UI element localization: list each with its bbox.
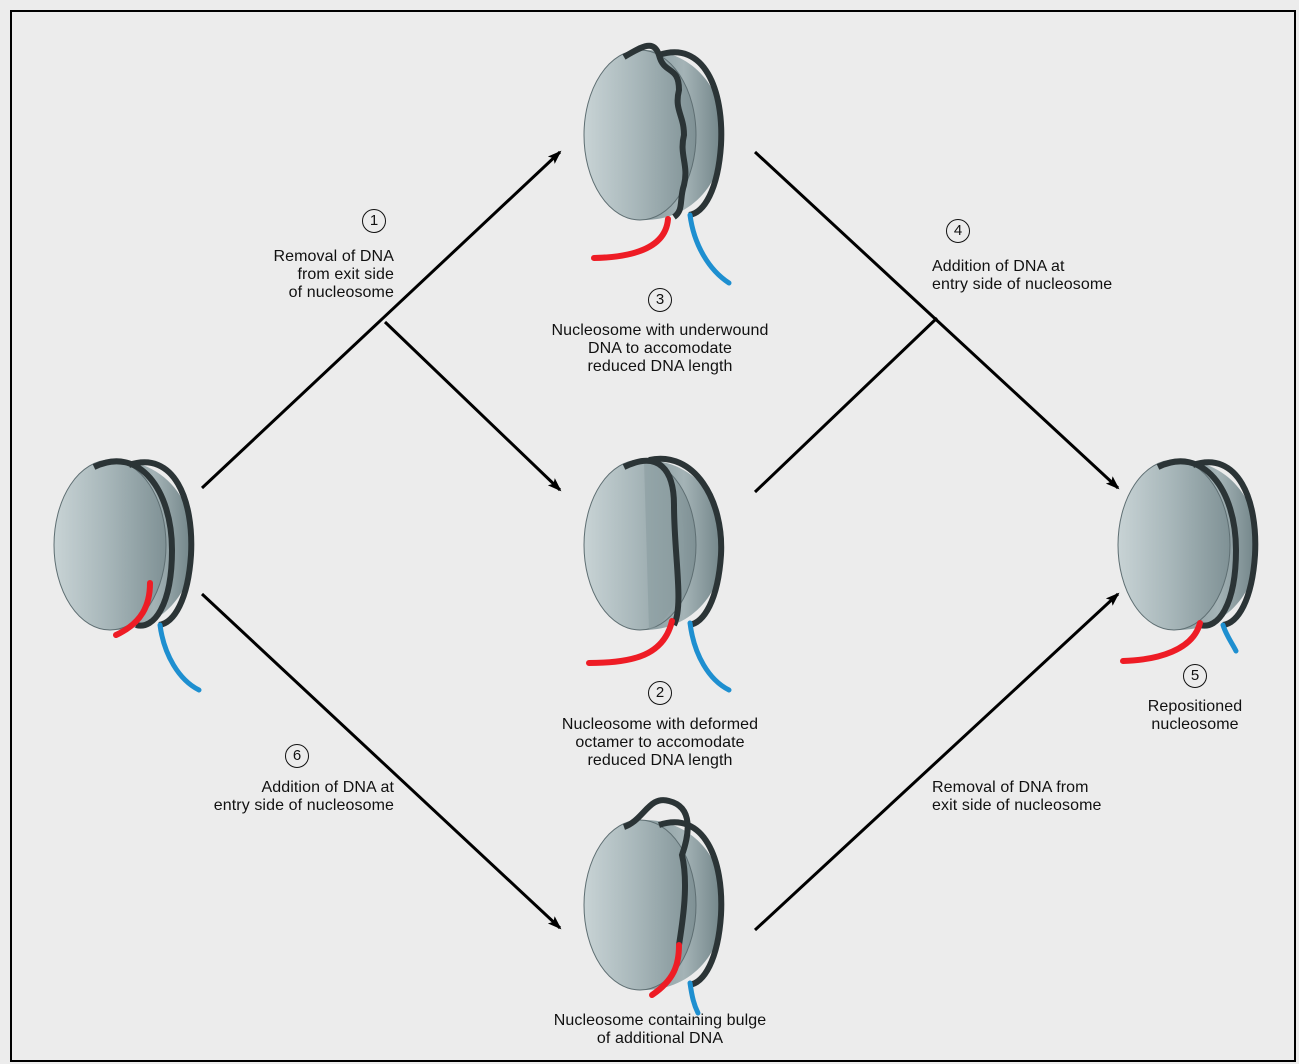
step-3-number: 3: [648, 288, 672, 312]
nucleosome-repositioned: [1117, 458, 1259, 664]
arrow-deformed-to-branch: [753, 316, 939, 494]
step-5-label: Repositioned nucleosome: [1147, 698, 1243, 733]
step-4-label: Addition of DNA at entry side of nucleos…: [932, 258, 1113, 293]
arrow-initial-to-bulge: [200, 592, 562, 930]
step-6-number: 6: [285, 744, 309, 768]
arrow-bulge-to-repositioned: [753, 592, 1120, 932]
step-6-label: Addition of DNA at entry side of nucleos…: [213, 779, 394, 814]
nucleosome-bulge: [583, 797, 725, 1016]
arrow-branch-to-deformed: [383, 320, 562, 492]
arrows: [200, 150, 1120, 932]
removal-exit-side-label: Removal of DNA from exit side of nucleos…: [932, 779, 1102, 814]
step-1-label: Removal of DNA from exit side of nucleos…: [273, 248, 394, 301]
step-4-number: 4: [946, 219, 970, 243]
nucleosome-initial: [53, 458, 202, 693]
step-3-label: Nucleosome with underwound DNA to accomo…: [551, 322, 769, 375]
step-2-label: Nucleosome with deformed octamer to acco…: [561, 716, 759, 769]
nucleosome-deformed: [583, 455, 732, 693]
nucleosome-underwound: [583, 42, 732, 286]
step-1-number: 1: [362, 209, 386, 233]
step-2-number: 2: [648, 681, 672, 705]
bulge-nucleosome-label: Nucleosome containing bulge of additiona…: [553, 1012, 767, 1047]
arrow-initial-to-underwound: [200, 150, 562, 490]
step-5-number: 5: [1183, 664, 1207, 688]
